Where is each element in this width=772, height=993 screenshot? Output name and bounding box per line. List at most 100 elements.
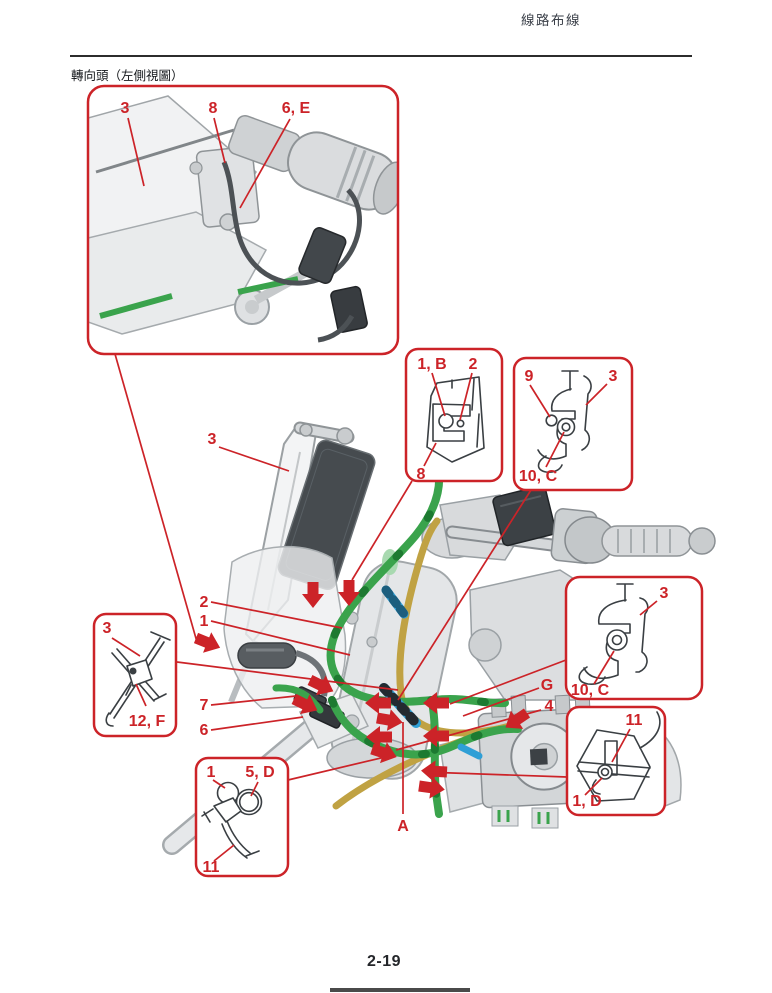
- callout-label-11: 11: [203, 859, 220, 876]
- connector: [298, 227, 347, 285]
- cable-harnesses: [272, 462, 522, 818]
- leader-line: [593, 650, 615, 685]
- detail-box-hook-right: 3 10, C: [564, 575, 704, 701]
- leader-line: [611, 728, 631, 763]
- leader-line: [250, 781, 259, 797]
- callout-label-2: 2: [200, 594, 209, 611]
- callout-label-3: 3: [660, 585, 669, 602]
- leader-line: [218, 446, 290, 472]
- callout-label-1: 1: [200, 613, 209, 630]
- leader-line: [395, 709, 542, 751]
- leader-line: [114, 353, 198, 643]
- green-harness: [99, 293, 173, 319]
- bolt: [606, 629, 628, 651]
- leader-line: [111, 637, 141, 657]
- callout-label-5d: 5, D: [245, 764, 274, 781]
- clamp: [438, 413, 454, 429]
- figure-labels: 3 2 1 7 6 G 4 A: [200, 431, 554, 835]
- leader-line: [213, 844, 235, 862]
- green-harness: [428, 698, 443, 818]
- callout-label-9: 9: [525, 368, 534, 385]
- callout-label-2: 2: [469, 356, 478, 373]
- leader-line: [135, 683, 147, 707]
- wire-coupler: [531, 807, 559, 829]
- leader-line: [351, 480, 413, 581]
- detail-box-stay: 3 12, F: [92, 612, 178, 738]
- clamp: [597, 764, 613, 780]
- callout-label-a: A: [397, 818, 409, 835]
- detail-box-holder: 11 1, D: [565, 705, 667, 817]
- leader-line: [529, 384, 551, 418]
- routing-arrow-right: [191, 627, 225, 658]
- callout-label-10c: 10, C: [571, 682, 610, 699]
- callout-label-3: 3: [103, 620, 112, 637]
- leader-line: [431, 372, 446, 417]
- pivot-bolt: [299, 423, 313, 437]
- detail-box-steering-top: 3 8 6, E: [86, 84, 400, 356]
- wire-coupler: [491, 805, 519, 827]
- scan-edge-mark: [330, 988, 470, 992]
- callout-label-1b: 1, B: [417, 356, 446, 373]
- callout-label-3: 3: [208, 431, 217, 448]
- leader-line: [176, 661, 399, 691]
- callout-label-8: 8: [417, 466, 426, 483]
- leader-line: [210, 716, 304, 731]
- leader-line: [462, 687, 540, 717]
- leader-line: [545, 431, 565, 468]
- callout-label-3: 3: [609, 368, 618, 385]
- shock-absorber: [228, 114, 398, 215]
- detail-box-clamp: 1, B 2 8: [404, 347, 504, 483]
- leader-line: [397, 489, 532, 701]
- leader-line: [287, 756, 386, 781]
- callout-label-6: 6: [200, 722, 209, 739]
- page-number: 2-19: [367, 953, 402, 970]
- connector: [330, 285, 368, 333]
- bar-end: [688, 527, 716, 555]
- blue-taped-section: [457, 743, 483, 760]
- leader-line: [239, 118, 291, 209]
- callout-label-1d: 1, D: [572, 793, 601, 810]
- handle-grip: [601, 525, 693, 557]
- clamp: [126, 659, 153, 687]
- callout-label-g: G: [541, 677, 553, 694]
- leader-line: [584, 777, 603, 796]
- callout-label-7: 7: [200, 697, 209, 714]
- leader-line: [210, 620, 351, 656]
- detail-box-hook-upper: 9 3 10, C: [512, 356, 634, 492]
- callout-label-1: 1: [207, 764, 216, 781]
- leader-line: [459, 372, 473, 421]
- green-harness: [326, 462, 509, 708]
- header-rule: [70, 55, 692, 57]
- main-illustration: [162, 421, 716, 855]
- callout-label-6e: 6, E: [282, 100, 311, 117]
- leader-line: [127, 117, 145, 187]
- leader-lines: [114, 353, 568, 814]
- callout-label-4: 4: [545, 698, 554, 715]
- leader-line: [449, 659, 567, 705]
- detail-box-frame: [564, 575, 704, 701]
- master-cylinder-reservoir: [492, 485, 557, 547]
- leader-line: [639, 600, 658, 616]
- leader-line: [210, 601, 343, 629]
- callout-label-10c: 10, C: [519, 468, 558, 485]
- handlebar-assembly: [445, 485, 716, 565]
- yellow-cable: [417, 517, 441, 560]
- callout-label-12f: 12, F: [129, 713, 166, 730]
- leader-line: [423, 442, 437, 467]
- brake-hose: [221, 161, 362, 286]
- leader-line: [212, 779, 226, 789]
- green-harness: [272, 684, 324, 714]
- detail-box-guide: 1 5, D 11: [194, 756, 290, 878]
- callout-label-3: 3: [121, 100, 130, 117]
- bolt: [556, 417, 576, 437]
- callout-label-11: 11: [626, 712, 643, 729]
- detail-box-frame: [86, 84, 400, 356]
- callout-label-8: 8: [209, 100, 218, 117]
- washer: [545, 414, 558, 427]
- leader-line: [423, 771, 568, 778]
- leader-line: [213, 117, 226, 164]
- leader-line: [585, 383, 608, 406]
- section-title: 轉向頭（左側視圖）: [71, 69, 184, 83]
- rubber-damper: [237, 642, 297, 669]
